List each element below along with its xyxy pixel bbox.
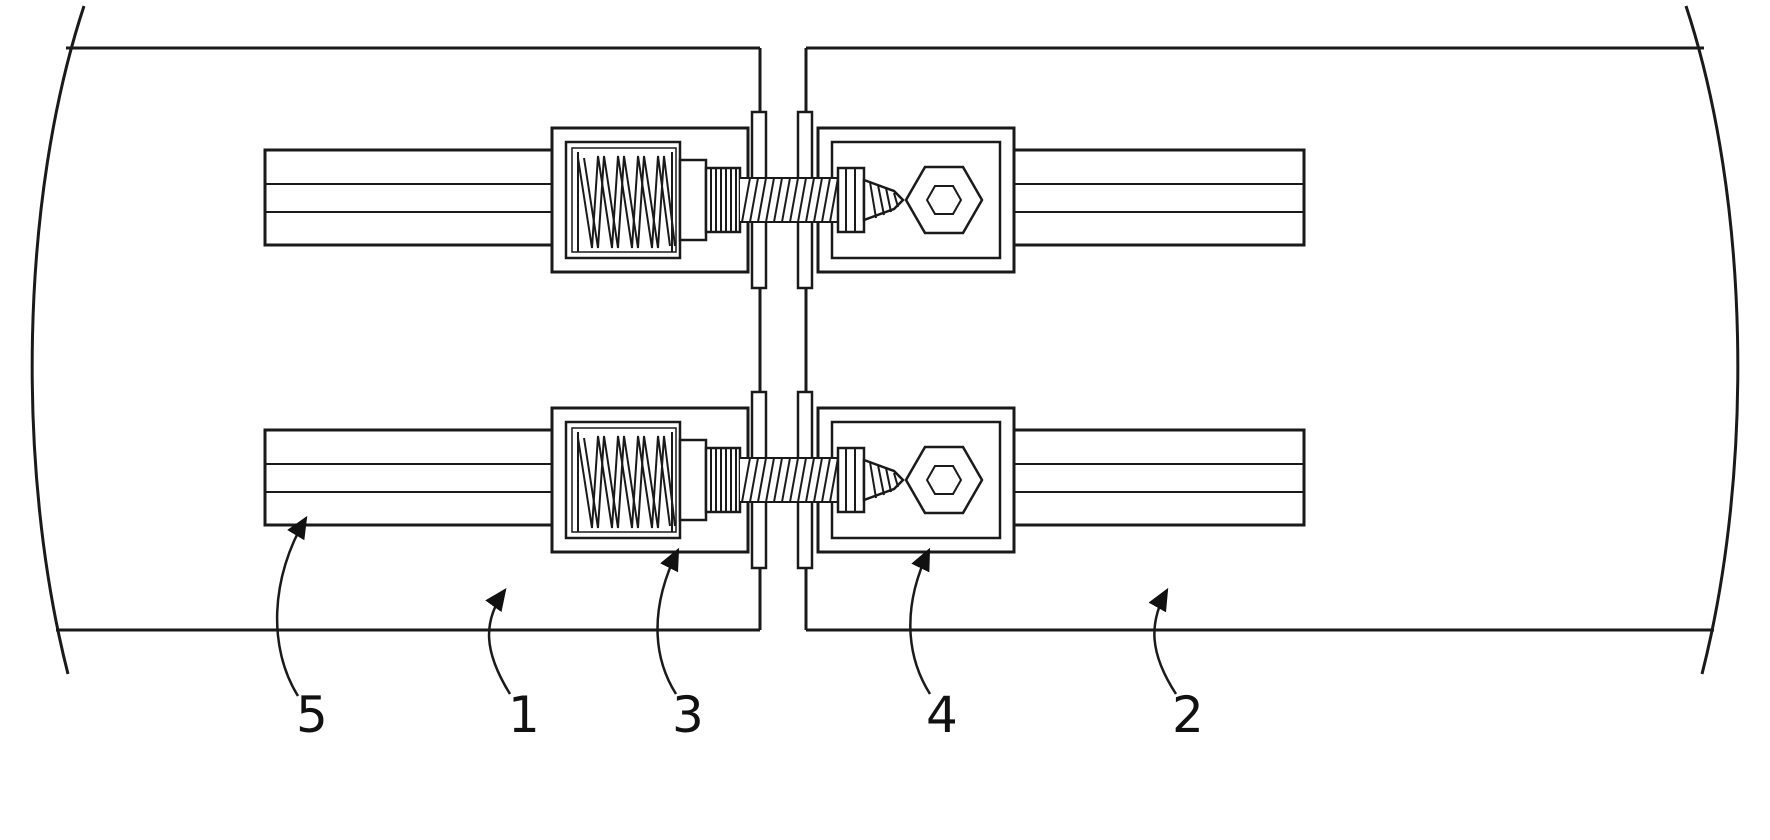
ref-label-4: 4: [926, 686, 958, 744]
coupler-assembly-top: [263, 110, 1306, 290]
coupler-assembly-bottom: [263, 390, 1306, 570]
reference-numerals: 5 1 3 4 2: [296, 686, 1204, 744]
leader-lines: [275, 515, 1178, 697]
right-panel: [804, 5, 1740, 675]
ref-label-5: 5: [296, 686, 328, 744]
leader-line-1: [485, 587, 512, 695]
ref-label-2: 2: [1172, 686, 1204, 744]
break-line-left: [30, 5, 86, 675]
left-panel: [30, 5, 762, 675]
leader-line-4: [909, 547, 932, 695]
leader-line-3: [656, 547, 680, 695]
break-line-right: [1684, 5, 1740, 675]
leader-line-5: [275, 515, 308, 697]
ref-label-3: 3: [672, 686, 704, 744]
ref-label-1: 1: [508, 686, 540, 744]
leader-line-2: [1148, 587, 1178, 695]
